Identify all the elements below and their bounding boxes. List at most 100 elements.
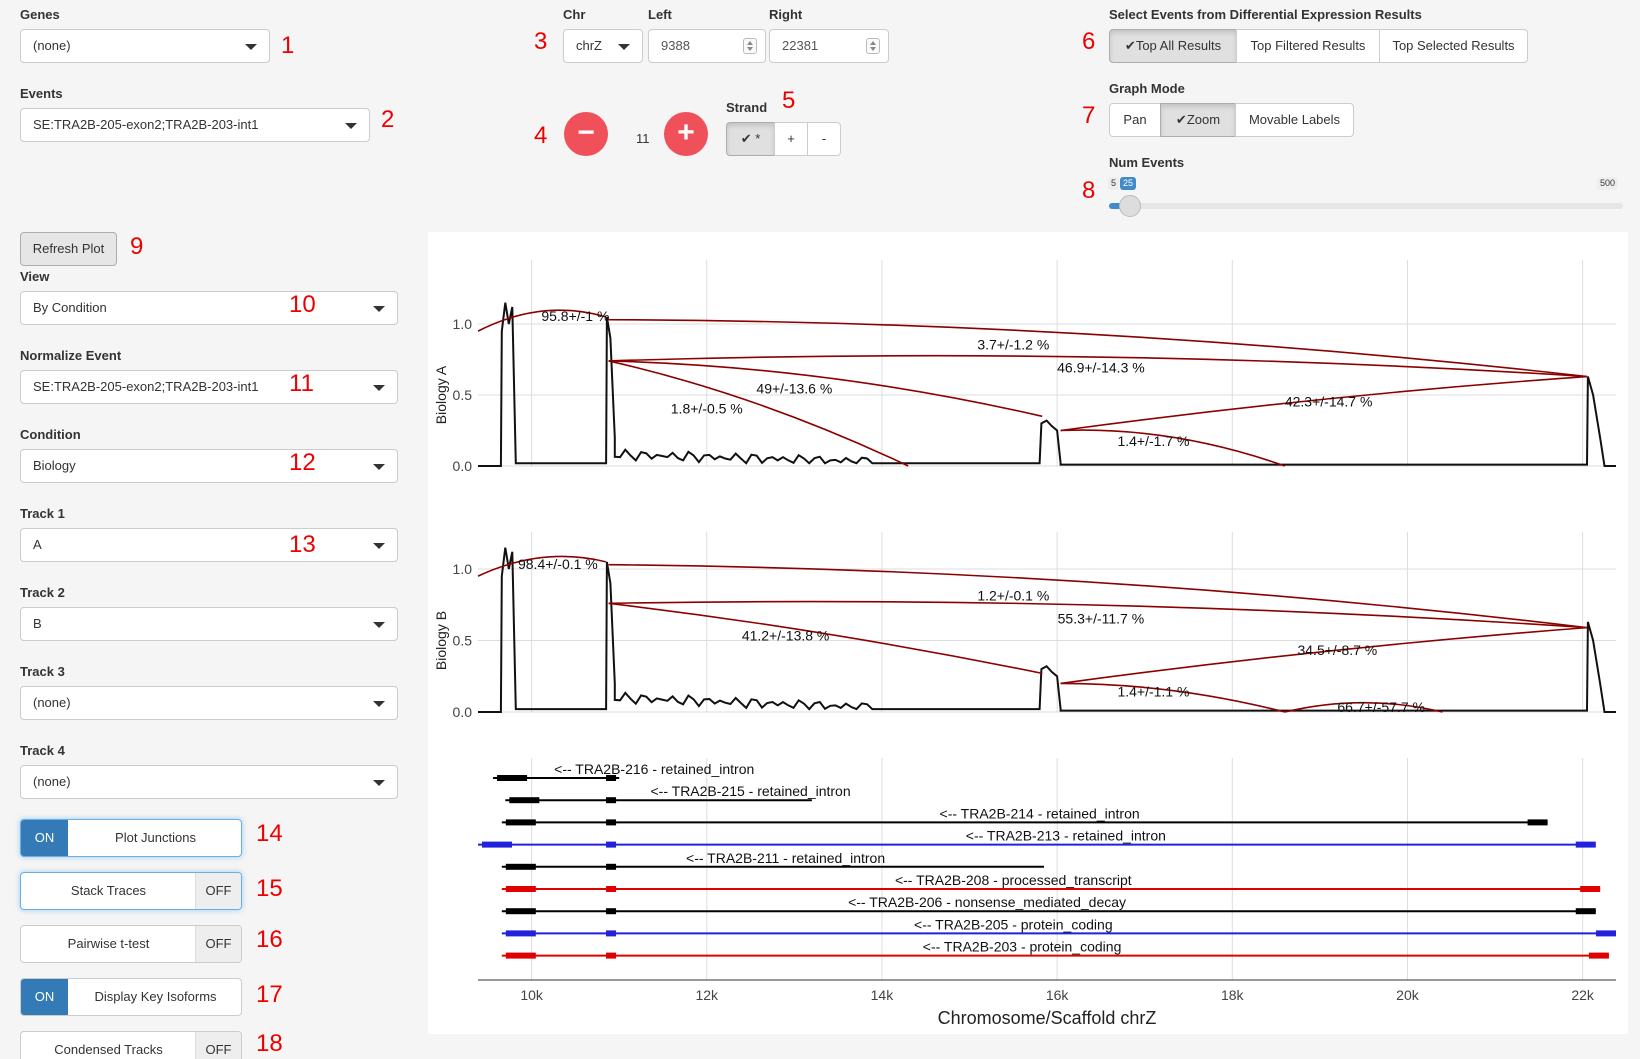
genes-select[interactable]: (none) <box>20 29 270 63</box>
annotation-5: 5 <box>782 87 796 114</box>
left-label: Left <box>648 7 672 22</box>
pairwise-ttest-toggle[interactable]: Pairwise t-test OFF <box>20 925 242 963</box>
graph-mode-label: Graph Mode <box>1109 81 1185 96</box>
junction-arc <box>608 600 1588 629</box>
pan-mode-button[interactable]: Pan <box>1109 103 1161 137</box>
y-axis-label: Biology B <box>433 611 449 670</box>
strand-minus-button[interactable]: - <box>807 122 841 156</box>
plot-junctions-toggle[interactable]: ON Plot Junctions <box>20 819 242 857</box>
exon-block <box>505 886 536 892</box>
exon-block <box>482 841 512 848</box>
zoom-out-button[interactable]: − <box>564 112 608 156</box>
exon-block <box>606 797 617 804</box>
track1-value: A <box>33 537 42 552</box>
strand-label: Strand <box>726 100 768 115</box>
check-icon: ✔ <box>1124 38 1136 53</box>
condensed-tracks-toggle[interactable]: Condensed Tracks OFF <box>20 1031 242 1059</box>
normalize-value: SE:TRA2B-205-exon2;TRA2B-203-int1 <box>33 379 259 394</box>
track1-select[interactable]: A <box>20 528 398 562</box>
condition-label: Condition <box>20 427 81 442</box>
annotation-13: 13 <box>289 531 316 558</box>
condition-select[interactable]: Biology <box>20 449 398 483</box>
refresh-plot-button[interactable]: Refresh Plot <box>20 232 117 266</box>
display-key-isoforms-label: Display Key Isoforms <box>94 989 217 1004</box>
top-filtered-results-button[interactable]: Top Filtered Results <box>1236 29 1380 63</box>
events-value: SE:TRA2B-205-exon2;TRA2B-203-int1 <box>33 117 259 132</box>
movable-labels-button[interactable]: Movable Labels <box>1235 103 1354 137</box>
normalize-select[interactable]: SE:TRA2B-205-exon2;TRA2B-203-int1 <box>20 370 398 404</box>
zoom-mode-label: Zoom <box>1186 112 1221 127</box>
spinner-icon[interactable] <box>866 38 880 54</box>
events-select[interactable]: SE:TRA2B-205-exon2;TRA2B-203-int1 <box>20 108 370 142</box>
junction-label: 1.4+/-1.1 % <box>1117 683 1189 699</box>
zoom-in-button[interactable]: + <box>664 112 708 156</box>
strand-any-label: * <box>755 131 761 146</box>
annotation-18: 18 <box>256 1030 283 1057</box>
exon-block <box>497 775 528 781</box>
y-tick-label: 0.5 <box>453 633 473 649</box>
annotation-16: 16 <box>256 926 283 953</box>
slider-max-label: 500 <box>1597 177 1619 190</box>
spinner-icon[interactable] <box>743 38 757 54</box>
x-tick-label: 18k <box>1221 987 1245 1003</box>
select-events-label: Select Events from Differential Expressi… <box>1109 7 1422 22</box>
plot-junctions-label: Plot Junctions <box>115 830 196 845</box>
view-label: View <box>20 269 50 284</box>
track2-select[interactable]: B <box>20 607 398 641</box>
transcript-label: <-- TRA2B-205 - protein_coding <box>914 916 1113 932</box>
junction-arc <box>477 309 607 332</box>
exon-block <box>1588 952 1609 959</box>
track3-value: (none) <box>33 695 71 710</box>
chevron-down-icon <box>245 44 257 50</box>
slider-handle[interactable] <box>1119 195 1141 217</box>
transcript-label: <-- TRA2B-208 - processed_transcript <box>895 872 1132 888</box>
strand-any-button[interactable]: ✔ * <box>726 122 775 156</box>
chr-select[interactable]: chrZ <box>563 29 643 63</box>
coverage-trace <box>478 302 1616 467</box>
junction-arc <box>1284 701 1443 713</box>
chevron-down-icon <box>373 464 385 470</box>
condition-value: Biology <box>33 458 76 473</box>
stack-traces-toggle[interactable]: Stack Traces OFF <box>20 872 242 910</box>
transcript-label: <-- TRA2B-215 - retained_intron <box>651 783 851 799</box>
annotation-15: 15 <box>256 875 283 902</box>
exon-block <box>1596 930 1616 937</box>
junction-arc <box>608 563 1588 629</box>
exon-block <box>509 797 540 804</box>
zoom-mode-button[interactable]: ✔Zoom <box>1160 103 1236 137</box>
exon-block <box>505 952 536 959</box>
right-input[interactable]: 22381 <box>769 29 889 63</box>
stack-traces-state: OFF <box>195 873 241 909</box>
annotation-14: 14 <box>256 820 283 847</box>
view-select[interactable]: By Condition <box>20 291 398 325</box>
junction-arc <box>1060 429 1286 467</box>
chevron-down-icon <box>345 123 357 129</box>
track2-label: Track 2 <box>20 585 65 600</box>
x-tick-label: 16k <box>1046 987 1070 1003</box>
strand-plus-button[interactable]: + <box>774 122 808 156</box>
top-selected-results-button[interactable]: Top Selected Results <box>1379 29 1528 63</box>
slider-track[interactable] <box>1109 195 1623 217</box>
x-tick-label: 14k <box>871 987 895 1003</box>
top-filtered-results-label: Top Filtered Results <box>1250 38 1366 53</box>
exon-block <box>606 841 617 848</box>
left-value: 9388 <box>661 38 690 53</box>
left-input[interactable]: 9388 <box>648 29 766 63</box>
exon-block <box>1575 841 1596 848</box>
y-tick-label: 1.0 <box>453 316 473 332</box>
top-all-results-button[interactable]: ✔Top All Results <box>1109 29 1237 63</box>
genes-label: Genes <box>20 7 60 22</box>
chevron-down-icon <box>373 306 385 312</box>
y-tick-label: 0.0 <box>453 458 473 474</box>
slider-min-label: 5 <box>1108 177 1120 190</box>
display-key-isoforms-toggle[interactable]: ON Display Key Isoforms <box>20 978 242 1016</box>
stack-traces-label: Stack Traces <box>70 883 147 898</box>
track4-select[interactable]: (none) <box>20 765 398 799</box>
exon-block <box>606 930 617 937</box>
annotation-1: 1 <box>281 32 295 59</box>
genes-value: (none) <box>33 38 71 53</box>
track3-select[interactable]: (none) <box>20 686 398 720</box>
plot-junctions-state: ON <box>21 820 68 856</box>
